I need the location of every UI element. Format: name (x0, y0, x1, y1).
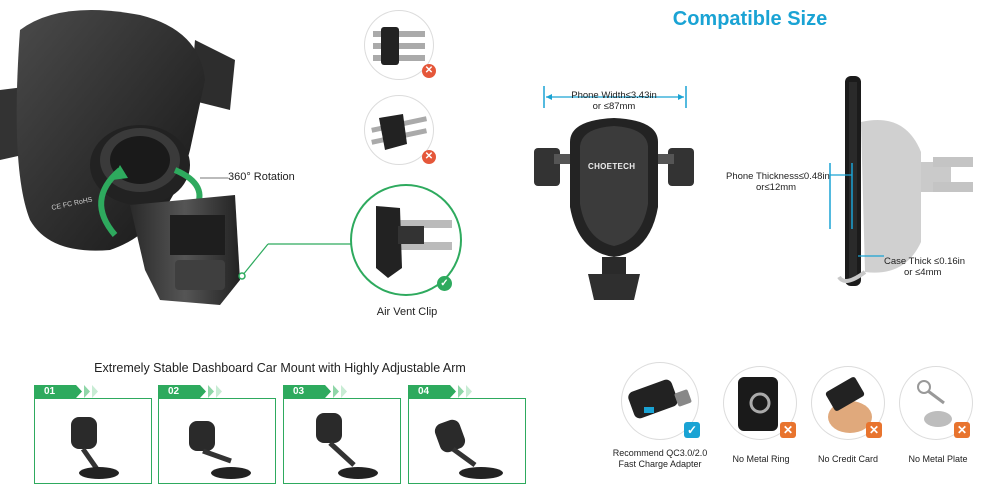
step-number: 02 (158, 385, 200, 398)
product-closeup: CE FC RoHS (0, 0, 300, 330)
adapter-label-line2: Fast Charge Adapter (618, 459, 702, 469)
rotation-leader-line (200, 177, 228, 179)
wrong-icon: ✕ (954, 422, 970, 438)
phone-width-line2: or ≤87mm (592, 101, 636, 112)
vent-clip-wrong-1 (365, 11, 433, 79)
holder-front-illustration (534, 118, 694, 300)
accessory-metal-plate-label: No Metal Plate (908, 454, 968, 464)
wrong-icon: ✕ (780, 422, 796, 438)
phone-thickness-line1: Phone Thickness≤0.48in (726, 171, 830, 182)
vent-clip-correct-icon (376, 206, 452, 278)
step-number: 03 (283, 385, 325, 398)
credit-card-icon (825, 377, 872, 433)
case-thick-line1: Case Thick ≤0.16in (884, 256, 966, 267)
phone-thickness-text: Phone Thickness≤0.48in or≤12mm (726, 171, 830, 193)
metal-plate-icon (917, 380, 952, 427)
step-image (408, 398, 526, 484)
case-thick-line2: or ≤4mm (904, 267, 942, 278)
step-image (158, 398, 276, 484)
phone-thickness-line2: or≤12mm (756, 182, 797, 193)
step-3: 03 (283, 385, 401, 484)
accessory-credit-card-label: No Credit Card (817, 454, 879, 464)
step-number: 04 (408, 385, 450, 398)
metal-ring-icon (738, 377, 778, 431)
width-dimension-arrow (543, 86, 687, 108)
holder-side-illustration (837, 76, 973, 286)
case-leader-line (858, 255, 884, 257)
rotation-label: 360° Rotation (228, 171, 295, 183)
wrong-icon: ✕ (422, 64, 436, 78)
brand-logo: CHOETECH (588, 162, 636, 171)
holder-front-view: CHOETECH (530, 112, 700, 312)
chevron-right-icon (450, 385, 472, 398)
step-image (34, 398, 152, 484)
adapter-label-line1: Recommend QC3.0/2.0 (612, 448, 708, 458)
dashboard-mount-icon (71, 417, 119, 479)
air-vent-clip-label: Air Vent Clip (376, 306, 438, 318)
car-charger-icon (628, 379, 692, 419)
dashboard-mount-icon (434, 419, 503, 479)
vent-clip-horizontal-icon (373, 27, 425, 65)
wrong-icon: ✕ (422, 150, 436, 164)
vent-clip-wrong-2 (365, 96, 433, 164)
dashboard-mount-icon (189, 421, 251, 479)
vent-clip-angled-icon (371, 114, 428, 150)
chevron-right-icon (200, 385, 222, 398)
step-image (283, 398, 401, 484)
phone-width-line1: Phone Width≤3.43in (571, 90, 657, 101)
step-2: 02 (158, 385, 276, 484)
case-thick-text: Case Thick ≤0.16in or ≤4mm (884, 256, 984, 278)
holder-side-view (825, 72, 985, 302)
dashboard-mount-icon (316, 413, 378, 479)
chevron-right-icon (76, 385, 98, 398)
zoom-connector (238, 243, 354, 280)
chevron-right-icon (325, 385, 347, 398)
check-icon: ✓ (684, 422, 700, 438)
dashboard-mount-title: Extremely Stable Dashboard Car Mount wit… (94, 361, 466, 375)
step-4: 04 (408, 385, 526, 484)
step-1: 01 (34, 385, 152, 484)
accessory-metal-ring-label: No Metal Ring (732, 454, 790, 464)
wrong-icon: ✕ (866, 422, 882, 438)
car-mount-closeup-illustration: CE FC RoHS (0, 10, 240, 305)
compatible-size-title: Compatible Size (672, 8, 828, 30)
step-number: 01 (34, 385, 76, 398)
phone-width-text: Phone Width≤3.43in or ≤87mm (564, 90, 664, 112)
thickness-dimension-arrow (829, 163, 853, 229)
accessory-adapter-label: Recommend QC3.0/2.0 Fast Charge Adapter (604, 448, 716, 470)
check-icon: ✓ (437, 276, 452, 291)
